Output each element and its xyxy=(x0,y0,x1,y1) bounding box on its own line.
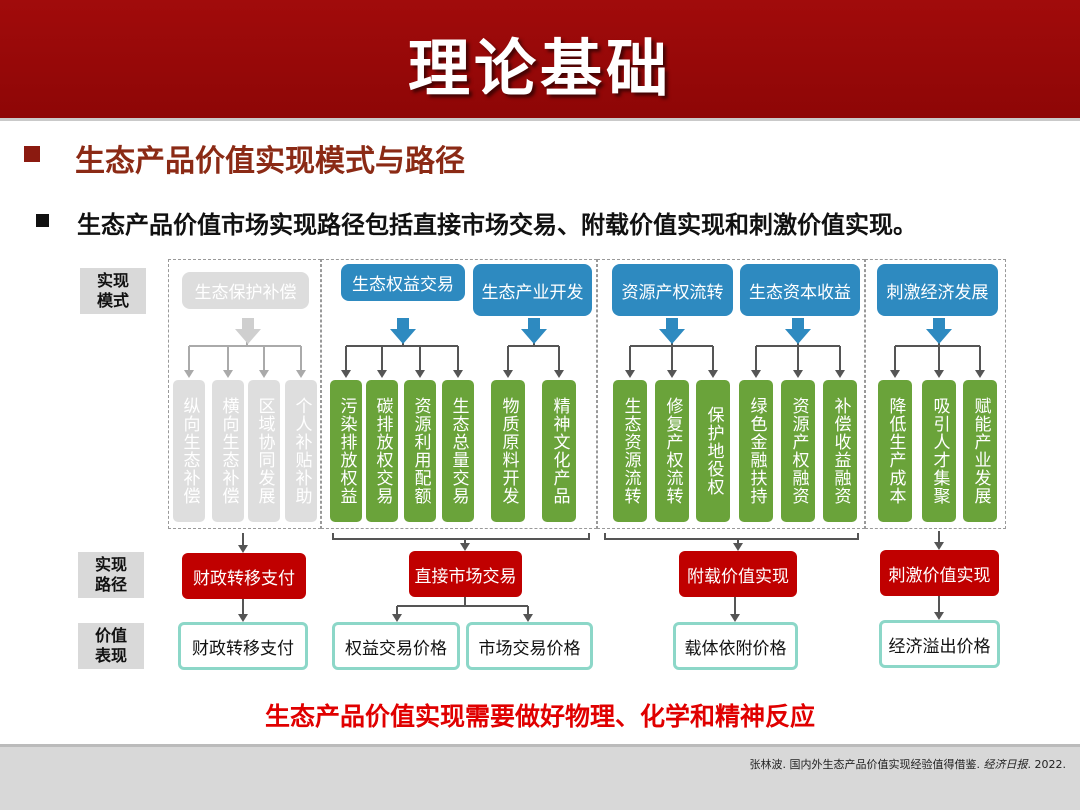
mode-item: 物质原料开发 xyxy=(491,380,525,522)
value-carrier-price: 载体依附价格 xyxy=(673,622,798,670)
mode-item: 碳排放权交易 xyxy=(366,380,398,522)
row-label-mode: 实现 模式 xyxy=(80,268,146,314)
mode-item: 区域协同发展 xyxy=(248,380,280,522)
section-bullet-icon xyxy=(24,146,40,162)
mode-item: 污染排放权益 xyxy=(330,380,362,522)
arrow-down-icon xyxy=(390,318,416,344)
group-box-compensation xyxy=(168,259,321,529)
arrow-down-icon xyxy=(235,318,261,344)
mode-item: 个人补贴补助 xyxy=(285,380,317,522)
footer-divider xyxy=(0,744,1080,747)
group-box-direct-trade xyxy=(321,259,597,529)
mode-item: 降低生产成本 xyxy=(878,380,912,522)
path-direct-market: 直接市场交易 xyxy=(409,551,522,597)
mode-item: 生态资源流转 xyxy=(613,380,647,522)
arrow-down-icon xyxy=(785,318,811,344)
value-fiscal-transfer: 财政转移支付 xyxy=(178,622,308,670)
arrow-down-icon xyxy=(659,318,685,344)
title-banner xyxy=(0,0,1080,118)
mode-item: 资源产权融资 xyxy=(781,380,815,522)
mode-item: 补偿收益融资 xyxy=(823,380,857,522)
mode-item: 纵向生态补偿 xyxy=(173,380,205,522)
bottom-note: 生态产品价值实现需要做好物理、化学和精神反应 xyxy=(264,702,815,731)
value-rights-price: 权益交易价格 xyxy=(332,622,460,670)
mode-item: 吸引人才集聚 xyxy=(922,380,956,522)
mode-item: 赋能产业发展 xyxy=(963,380,997,522)
mode-item: 保护地役权 xyxy=(696,380,730,522)
row-label-path: 实现 路径 xyxy=(78,552,144,598)
mode-item: 横向生态补偿 xyxy=(212,380,244,522)
mode-header-rights-trading: 生态权益交易 xyxy=(341,264,465,301)
footer-bar xyxy=(0,744,1080,810)
value-spillover-price: 经济溢出价格 xyxy=(879,620,1000,668)
value-market-price: 市场交易价格 xyxy=(466,622,593,670)
citation: 张林波. 国内外生态产品价值实现经验值得借鉴. 经济日报. 2022. xyxy=(749,758,1066,771)
page-title: 理论基础 xyxy=(407,32,672,105)
mode-item: 修复产权流转 xyxy=(655,380,689,522)
subtitle-text: 生态产品价值市场实现路径包括直接市场交易、附载价值实现和刺激价值实现。 xyxy=(77,211,917,239)
mode-item: 资源利用配额 xyxy=(404,380,436,522)
path-fiscal-transfer: 财政转移支付 xyxy=(182,553,306,599)
mode-item: 生态总量交易 xyxy=(442,380,474,522)
row-label-value: 价值 表现 xyxy=(78,623,144,669)
mode-item: 精神文化产品 xyxy=(542,380,576,522)
path-attached-value: 附载价值实现 xyxy=(679,551,797,597)
subtitle-bullet-icon xyxy=(36,214,49,227)
section-title: 生态产品价值实现模式与路径 xyxy=(75,144,465,179)
arrow-down-icon xyxy=(926,318,952,344)
mode-header-resource-transfer: 资源产权流转 xyxy=(612,264,733,316)
mode-header-stimulus: 刺激经济发展 xyxy=(877,264,998,316)
group-box-stimulus xyxy=(865,259,1006,529)
mode-header-capital: 生态资本收益 xyxy=(740,264,860,316)
mode-item: 绿色金融扶持 xyxy=(739,380,773,522)
mode-header-industry: 生态产业开发 xyxy=(473,264,592,316)
group-box-attached xyxy=(597,259,865,529)
mode-header-compensation: 生态保护补偿 xyxy=(182,272,309,309)
title-divider xyxy=(0,118,1080,121)
path-stimulus-value: 刺激价值实现 xyxy=(880,550,999,596)
arrow-down-icon xyxy=(521,318,547,344)
